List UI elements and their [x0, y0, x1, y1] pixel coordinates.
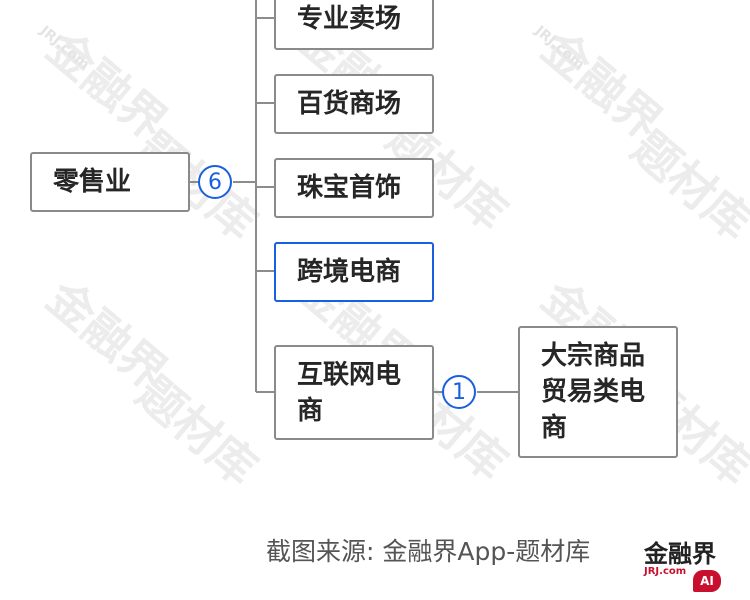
child-node-label: 专业卖场 — [297, 4, 402, 34]
child-node-label: 百货商场 — [297, 89, 402, 119]
child-node[interactable]: 百货商场 — [274, 74, 434, 134]
grandchild-node-label: 大宗商品贸易类电商 — [541, 341, 646, 443]
child-node[interactable]: 珠宝首饰 — [274, 158, 434, 218]
child-node-selected[interactable]: 跨境电商 — [274, 242, 434, 302]
child-node[interactable]: 专业卖场 — [274, 0, 434, 50]
jrj-logo: 金融界 JRJ.com — [640, 534, 722, 590]
child-count-badge[interactable]: 1 — [442, 375, 476, 409]
grandchild-node[interactable]: 大宗商品贸易类电商 — [518, 326, 678, 458]
child-node-label: 互联网电商 — [297, 359, 402, 426]
logo-domain: JRJ.com — [644, 566, 687, 577]
root-node[interactable]: 零售业 — [30, 152, 190, 212]
root-child-count-badge[interactable]: 6 — [198, 165, 232, 199]
ai-badge: AI — [693, 570, 721, 592]
logo-text: 金融界 — [644, 540, 716, 568]
child-node[interactable]: 互联网电商 — [274, 345, 434, 440]
child-node-label: 跨境电商 — [297, 257, 402, 287]
root-node-label: 零售业 — [53, 167, 132, 197]
source-caption: 截图来源: 金融界App-题材库 — [266, 537, 591, 566]
child-node-label: 珠宝首饰 — [297, 173, 402, 203]
